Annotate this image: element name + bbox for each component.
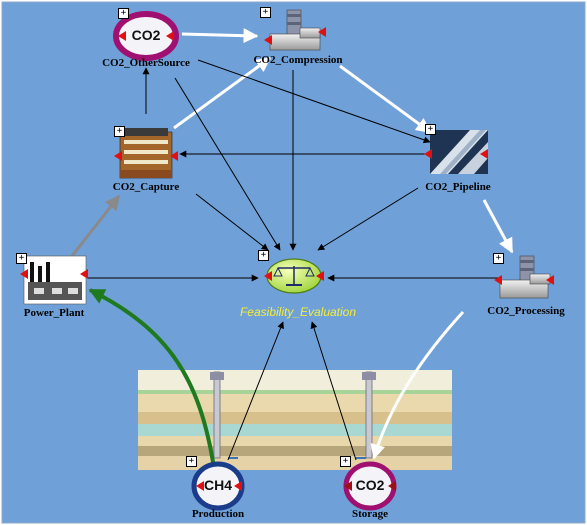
power-plant-expand-button[interactable]: + [16, 253, 27, 264]
arrow-production-to-feasibility [227, 321, 284, 461]
storage-expand-button[interactable]: + [340, 456, 351, 467]
production-badge: CH4 [202, 477, 234, 493]
arrow-storage-to-feasibility [310, 321, 357, 461]
co2-compression-node-icon[interactable] [264, 9, 326, 51]
co2-processing-label: CO2_Processing [487, 305, 565, 317]
power-plant-label: Power_Plant [23, 307, 85, 319]
flow-capture-to-compression [173, 56, 272, 130]
co2-processing-expand-button[interactable]: + [493, 253, 504, 264]
arrow-othersource-to-feasibility [174, 77, 281, 251]
flow-powerplant-to-capture [70, 194, 121, 257]
flow-othersource-to-compression [181, 28, 259, 44]
flow-processing-to-storage [370, 310, 465, 460]
reservoir-strata-graphic [138, 370, 452, 470]
co2-othersource-badge: CO2 [130, 27, 162, 43]
co2-pipeline-node-icon[interactable] [424, 130, 488, 174]
production-label: Production [191, 508, 245, 520]
arrow-capture-to-feasibility [195, 193, 269, 251]
co2-compression-expand-button[interactable]: + [260, 7, 271, 18]
arrow-pipeline-to-feasibility [317, 187, 419, 251]
production-expand-button[interactable]: + [186, 456, 197, 467]
influence-arrows [88, 59, 498, 461]
co2-capture-expand-button[interactable]: + [114, 126, 125, 137]
feasibility-evaluation-expand-button[interactable]: + [258, 250, 269, 261]
production-node-icon[interactable] [191, 461, 245, 511]
co2-othersource-label: CO2_OtherSource [102, 57, 190, 69]
storage-badge: CO2 [354, 477, 386, 493]
flow-compression-to-pipeline [339, 64, 432, 134]
co2-pipeline-expand-button[interactable]: + [425, 124, 436, 135]
co2-processing-node-icon[interactable] [494, 255, 554, 299]
co2-othersource-node-icon[interactable] [113, 11, 179, 61]
storage-label: Storage [351, 508, 389, 520]
flow-production-to-powerplant [88, 288, 216, 469]
co2-capture-label: CO2_Capture [112, 181, 180, 193]
feasibility-evaluation-node-icon[interactable] [264, 258, 324, 294]
arrow-othersource-to-pipeline [197, 59, 431, 144]
storage-node-icon[interactable] [343, 461, 397, 511]
feasibility-evaluation-label: Feasibility_Evaluation [239, 305, 357, 319]
power-plant-node-icon[interactable] [20, 255, 88, 305]
production-badge-text: CH4 [203, 477, 232, 493]
co2-capture-node-icon[interactable] [114, 128, 178, 179]
co2-flow-arrows [173, 28, 514, 460]
storage-badge-text: CO2 [355, 477, 385, 493]
co2-compression-label: CO2_Compression [253, 54, 343, 66]
co2-pipeline-label: CO2_Pipeline [425, 181, 491, 193]
co2-othersource-expand-button[interactable]: + [118, 8, 129, 19]
flow-pipeline-to-processing [482, 199, 514, 254]
co2-othersource-badge-text: CO2 [131, 27, 161, 43]
